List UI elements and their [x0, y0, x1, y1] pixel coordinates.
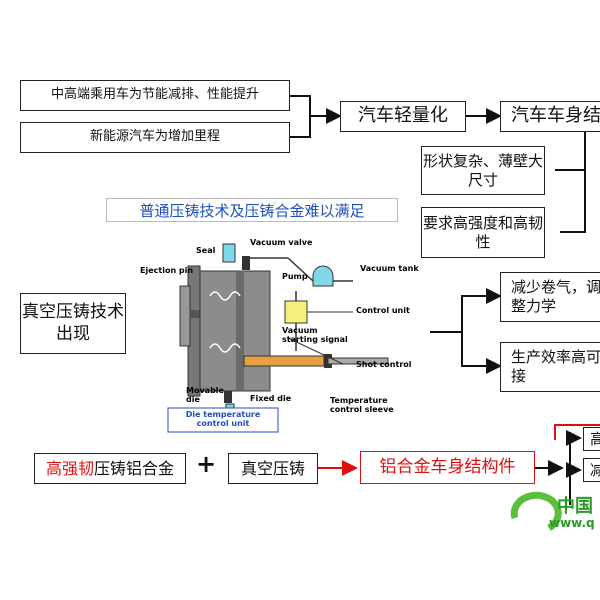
- watermark-logo: 中国 www.q: [505, 480, 600, 540]
- cause-2-text: 新能源汽车为增加里程: [89, 129, 220, 145]
- limitation-note-text: 普通压铸技术及压铸合金难以满足: [139, 201, 365, 220]
- process-text: 真空压铸: [240, 458, 305, 478]
- schematic-drawing: [167, 243, 389, 433]
- red-top-line: [554, 424, 600, 440]
- label-control-unit: Control unit: [356, 306, 410, 315]
- label-temp-sleeve: Temperature control sleeve: [330, 396, 394, 414]
- label-vacuum-tank: Vacuum tank: [360, 264, 419, 273]
- body-structure-text: 汽车车身结: [511, 105, 600, 127]
- body-structure-box: 汽车车身结: [500, 101, 600, 132]
- result-branch-2-text: 减: [590, 461, 600, 480]
- alloy-text: 压铸铝合金: [94, 458, 175, 478]
- cause-1-text: 中高端乘用车为节能减排、性能提升: [50, 87, 259, 103]
- label-vacuum-valve: Vacuum valve: [250, 238, 313, 247]
- label-ejection-pin: Ejection pin: [140, 266, 194, 275]
- alloy-highlight-text: 高强韧: [45, 458, 94, 478]
- watermark-text-1: 中国: [557, 496, 593, 517]
- vacuum-diecasting-schematic: Seal Vacuum valve Ejection pin Vacuum ta…: [138, 236, 428, 436]
- needs-bracket: [560, 128, 586, 233]
- watermark-swoosh-icon: [510, 491, 562, 532]
- vacuum-tech-box: 真空压铸技术出现: [20, 293, 126, 354]
- result-branch-box-2: 减: [583, 458, 600, 482]
- limitation-note: 普通压铸技术及压铸合金难以满足: [106, 198, 398, 222]
- result-branch-1-text: 高: [590, 430, 600, 449]
- watermark-text-2: www.q: [549, 516, 595, 530]
- benefit-quality-text: 减少卷气，调整力学: [511, 278, 600, 315]
- plus-sign: +: [196, 450, 217, 478]
- alloy-box: 高强韧压铸铝合金: [34, 453, 186, 484]
- result-text: 铝合金车身结构件: [379, 456, 516, 477]
- label-shot-control: Shot control: [356, 360, 412, 369]
- label-vacuum-signal: Vacuum starting signal: [282, 326, 348, 344]
- need-strength-text: 要求高强度和高韧性: [422, 213, 543, 251]
- need-box-strength: 要求高强度和高韧性: [421, 207, 545, 258]
- process-box: 真空压铸: [228, 453, 318, 484]
- result-box: 铝合金车身结构件: [360, 451, 535, 484]
- need-box-shape: 形状复杂、薄壁大尺寸: [421, 146, 545, 195]
- benefit-box-efficiency: 生产效率高可接: [500, 342, 600, 392]
- cause-box-2: 新能源汽车为增加里程: [20, 122, 290, 153]
- lightweight-text: 汽车轻量化: [358, 105, 448, 127]
- cause-box-1: 中高端乘用车为节能减排、性能提升: [20, 80, 290, 111]
- top-bracket: [290, 95, 311, 138]
- need-shape-text: 形状复杂、薄壁大尺寸: [422, 151, 543, 189]
- vacuum-tech-text: 真空压铸技术出现: [22, 302, 124, 344]
- benefit-efficiency-text: 生产效率高可接: [511, 348, 600, 385]
- benefit-box-quality: 减少卷气，调整力学: [500, 272, 600, 322]
- result-branch-box-1: 高: [583, 427, 600, 451]
- label-movable-die: Movable die: [186, 386, 224, 404]
- label-die-temp-unit: Die temperature control unit: [185, 410, 261, 428]
- label-seal: Seal: [196, 246, 216, 255]
- label-fixed-die: Fixed die: [250, 394, 292, 403]
- lightweight-box: 汽车轻量化: [340, 101, 466, 132]
- label-pump: Pump: [282, 272, 308, 281]
- branch-fork: [461, 295, 490, 367]
